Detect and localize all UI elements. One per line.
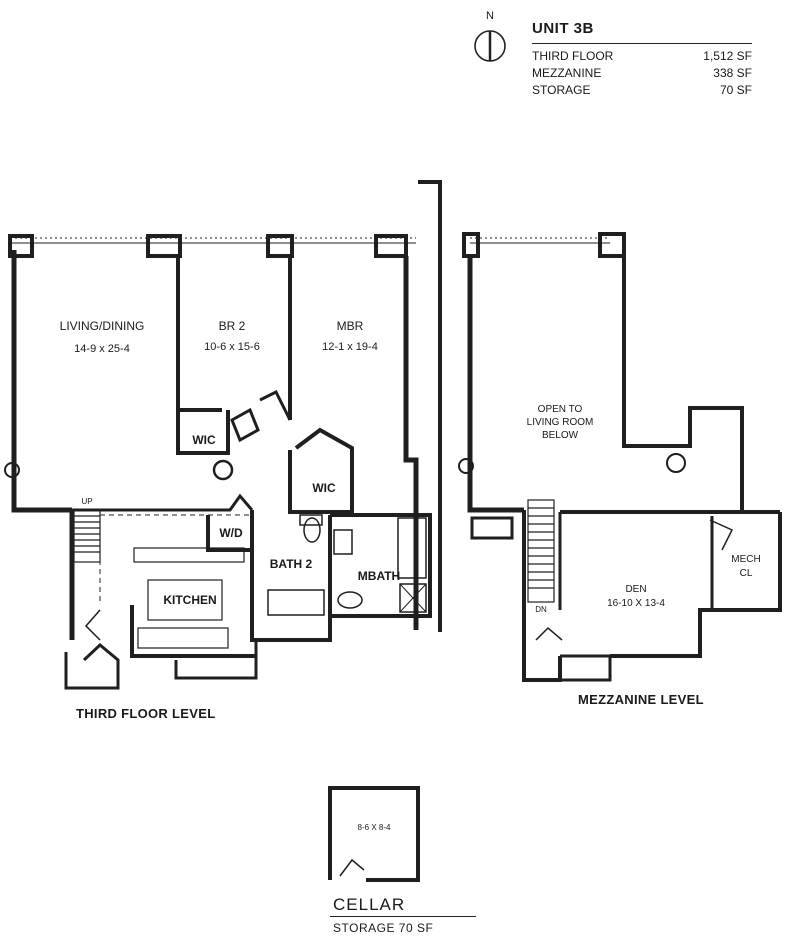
mbr-dims: 12-1 x 19-4 bbox=[322, 341, 378, 353]
mezzanine-level-label: MEZZANINE LEVEL bbox=[578, 692, 704, 707]
br2-dims: 10-6 x 15-6 bbox=[204, 341, 260, 353]
area-label: THIRD FLOOR bbox=[532, 49, 614, 63]
area-value: 338 SF bbox=[713, 66, 752, 80]
mech-label-2: CL bbox=[740, 568, 753, 579]
den-name: DEN bbox=[625, 584, 646, 595]
open-label-3: BELOW bbox=[542, 430, 579, 441]
br2-name: BR 2 bbox=[219, 319, 246, 333]
mbath-label: MBATH bbox=[358, 569, 400, 583]
room-labels: LIVING/DINING 14-9 x 25-4 BR 2 10-6 x 15… bbox=[60, 319, 761, 832]
north-arrow-icon: N bbox=[474, 10, 506, 62]
den-dims: 16-10 X 13-4 bbox=[607, 598, 665, 609]
mezzanine-plan bbox=[458, 232, 782, 682]
header-rule bbox=[532, 43, 752, 44]
area-row-mezzanine: MEZZANINE 338 SF bbox=[532, 65, 752, 82]
area-row-third-floor: THIRD FLOOR 1,512 SF bbox=[532, 48, 752, 65]
third-floor-plan bbox=[4, 180, 442, 690]
north-label: N bbox=[486, 10, 494, 22]
area-row-storage: STORAGE 70 SF bbox=[532, 82, 752, 99]
cellar-plan bbox=[328, 786, 420, 882]
mech-label-1: MECH bbox=[731, 554, 760, 565]
area-value: 70 SF bbox=[719, 83, 752, 97]
stair-up-label: UP bbox=[81, 497, 92, 506]
cellar-dims: 8-6 X 8-4 bbox=[358, 823, 391, 832]
cellar-subtitle: STORAGE 70 SF bbox=[333, 921, 434, 935]
wic-2-label: WIC bbox=[312, 481, 336, 495]
unit-title: UNIT 3B bbox=[532, 20, 594, 37]
open-label-2: LIVING ROOM bbox=[527, 417, 594, 428]
area-label: STORAGE bbox=[532, 83, 591, 97]
kitchen-label: KITCHEN bbox=[163, 593, 216, 607]
area-value: 1,512 SF bbox=[703, 49, 752, 63]
open-label-1: OPEN TO bbox=[538, 404, 583, 415]
cellar-rule bbox=[330, 916, 476, 917]
wic-1-label: WIC bbox=[192, 433, 216, 447]
unit-summary: UNIT 3B THIRD FLOOR 1,512 SF MEZZANINE 3… bbox=[532, 20, 752, 99]
wd-label: W/D bbox=[219, 526, 243, 540]
stair-dn-label: DN bbox=[535, 605, 547, 614]
mbr-name: MBR bbox=[337, 319, 364, 333]
cellar-title: CELLAR bbox=[333, 895, 406, 914]
area-label: MEZZANINE bbox=[532, 66, 602, 80]
bath2-label: BATH 2 bbox=[270, 557, 313, 571]
living-name: LIVING/DINING bbox=[60, 319, 145, 333]
third-floor-level-label: THIRD FLOOR LEVEL bbox=[76, 706, 216, 721]
living-dims: 14-9 x 25-4 bbox=[74, 343, 130, 355]
